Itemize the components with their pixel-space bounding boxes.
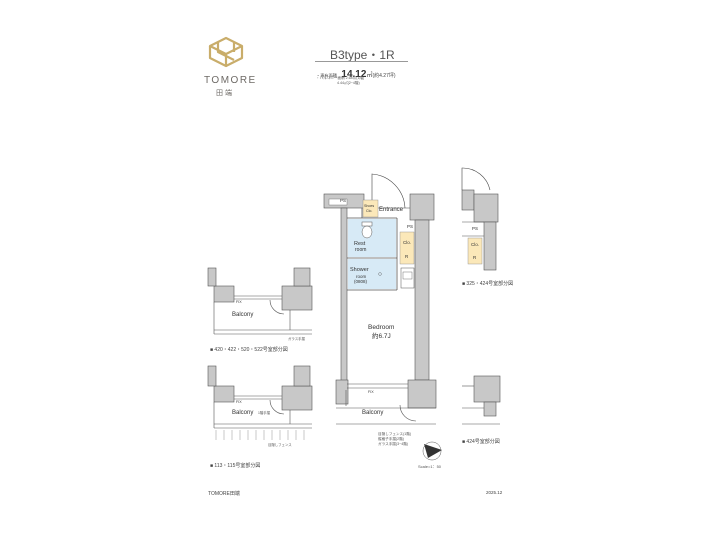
- logo-subtitle: 田端: [216, 90, 234, 97]
- area-tsubo: (約4.27坪): [372, 73, 396, 79]
- right-column-bottom: [407, 379, 437, 409]
- balcony-label-left-bottom: Balcony: [232, 410, 254, 416]
- glass-rail-label: ガラス手摺: [288, 337, 305, 341]
- logo-mark-icon: [208, 36, 244, 68]
- left-wall: [340, 207, 348, 391]
- r-label: R: [405, 254, 409, 259]
- shoes-clo-label: Clo.: [366, 209, 373, 213]
- footer-date: 2025.12: [486, 490, 503, 495]
- shower-label-3: (0808): [354, 279, 368, 284]
- rail-note-3: ガラス手摺(3~4階): [378, 442, 408, 446]
- clo-fill: [399, 231, 415, 265]
- ps-label-right: PS: [407, 224, 414, 229]
- left-column-bottom: [335, 379, 349, 405]
- logo-wordmark: TOMORE: [204, 75, 257, 86]
- caption-left-top: ■ 420・422・520・522号室部分図: [210, 347, 288, 353]
- unit-type-title: B3type・1R: [330, 48, 395, 62]
- rail-note-2: 縦格子手摺(2階): [378, 437, 404, 441]
- fix-label-main: FIX: [368, 390, 374, 394]
- restroom-label-1: Rest: [354, 241, 366, 247]
- balcony-area-2: 4.44㎡(2~4階): [337, 81, 360, 85]
- first-floor-rail-label: 1階手摺: [258, 411, 271, 415]
- title-divider: [315, 61, 408, 62]
- balcony-label-main: Balcony: [362, 410, 384, 416]
- shower-label-2: room: [356, 274, 367, 279]
- restroom-label-2: room: [355, 247, 367, 253]
- area-line: ・専有面積 14.12㎡(約4.27坪): [316, 64, 396, 82]
- entrance-label: Entrance: [379, 207, 404, 213]
- fix-label-left-bottom: FIX: [236, 400, 242, 404]
- fix-label-left-top: FIX: [236, 300, 242, 304]
- caption-right-top: ■ 325・424号室部分図: [462, 281, 514, 287]
- r-label-right-partial: R: [473, 255, 477, 260]
- clo-label: Clo.: [403, 240, 412, 245]
- right-wall: [414, 219, 430, 381]
- shoes-fill: [362, 199, 379, 218]
- rail-note-1: 目隠しフェンス(1階): [378, 432, 412, 436]
- ps-label-right-partial: PS: [472, 226, 479, 231]
- entrance-door-arc: [371, 173, 406, 209]
- caption-left-bottom: ■ 113・115号室部分図: [210, 463, 261, 469]
- right-column-top: [409, 193, 435, 221]
- ps-label-top: PS: [340, 198, 347, 203]
- shower-fill: [348, 259, 396, 289]
- footer-brand: TOMORE田端: [208, 491, 240, 497]
- caption-right-bottom: ■ 424号室部分図: [462, 439, 500, 445]
- fence-label: 目隠しフェンス: [268, 443, 292, 447]
- logo: TOMORE 田端: [196, 28, 256, 98]
- bedroom-size: 約6.7J: [372, 333, 391, 340]
- area-label: ・専有面積: [316, 73, 337, 78]
- bedroom-label: Bedroom: [368, 324, 395, 331]
- area-unit: ㎡: [366, 73, 373, 79]
- balcony-label-left-top: Balcony: [232, 312, 254, 318]
- shoes-label: Shoes: [364, 204, 375, 208]
- clo-label-right-partial: Clo.: [471, 242, 480, 247]
- shower-label-1: Shower: [350, 267, 369, 273]
- scale-label: Scale=1：50: [418, 464, 442, 469]
- north-arrow-icon: [422, 441, 442, 461]
- balcony-area-1: ・バルコニー面積 2.68㎡(1階): [316, 76, 365, 80]
- area-value: 14.12: [341, 69, 367, 80]
